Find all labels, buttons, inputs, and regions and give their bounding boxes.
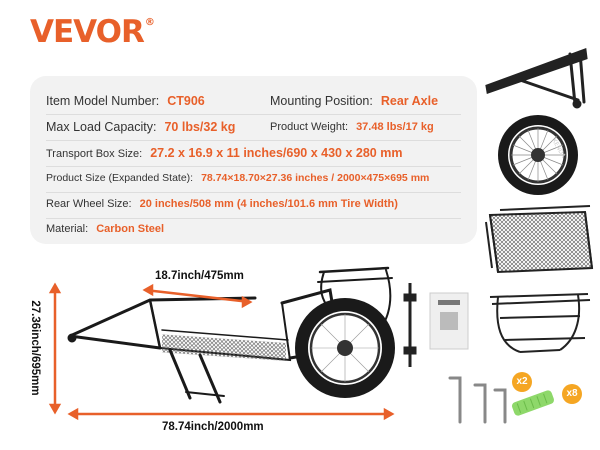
trailer-wheel bbox=[295, 298, 395, 398]
height-dimension-label: 27.36inch/695mm bbox=[29, 300, 41, 396]
wheel-image: KENDA bbox=[498, 115, 578, 195]
manual-image bbox=[429, 292, 469, 350]
basket-image bbox=[485, 205, 594, 274]
divider bbox=[46, 114, 461, 115]
divider bbox=[46, 218, 461, 219]
spec-transport-box: Transport Box Size:27.2 x 16.9 x 11 inch… bbox=[46, 146, 403, 160]
spec-rear-wheel: Rear Wheel Size:20 inches/508 mm (4 inch… bbox=[46, 198, 398, 210]
divider bbox=[46, 166, 461, 167]
spec-max-load: Max Load Capacity:70 lbs/32 kg bbox=[46, 120, 236, 134]
width-dimension-label: 18.7inch/475mm bbox=[155, 270, 244, 282]
dimension-lines bbox=[48, 282, 395, 421]
vevor-logo: VEVOR® bbox=[30, 14, 155, 50]
strap-image bbox=[511, 390, 555, 416]
spec-mounting: Mounting Position:Rear Axle bbox=[270, 94, 439, 108]
spec-material: Material:Carbon Steel bbox=[46, 223, 165, 235]
divider bbox=[46, 140, 461, 141]
strap-qty-badge: x8 bbox=[562, 384, 582, 404]
length-dimension-label: 78.74inch/2000mm bbox=[162, 421, 264, 433]
rack-image bbox=[489, 293, 591, 353]
spec-model: Item Model Number:CT906 bbox=[46, 94, 205, 108]
spec-card: Item Model Number:CT906 Mounting Positio… bbox=[30, 76, 477, 244]
spec-weight: Product Weight:37.48 lbs/17 kg bbox=[270, 121, 434, 133]
divider bbox=[46, 192, 461, 193]
axle-bolt-image bbox=[403, 283, 417, 367]
spec-product-size: Product Size (Expanded State):78.74×18.7… bbox=[46, 172, 430, 184]
wrench-qty-badge: x2 bbox=[512, 372, 532, 392]
wrench-image bbox=[448, 376, 507, 424]
tow-arm-image bbox=[485, 47, 588, 109]
